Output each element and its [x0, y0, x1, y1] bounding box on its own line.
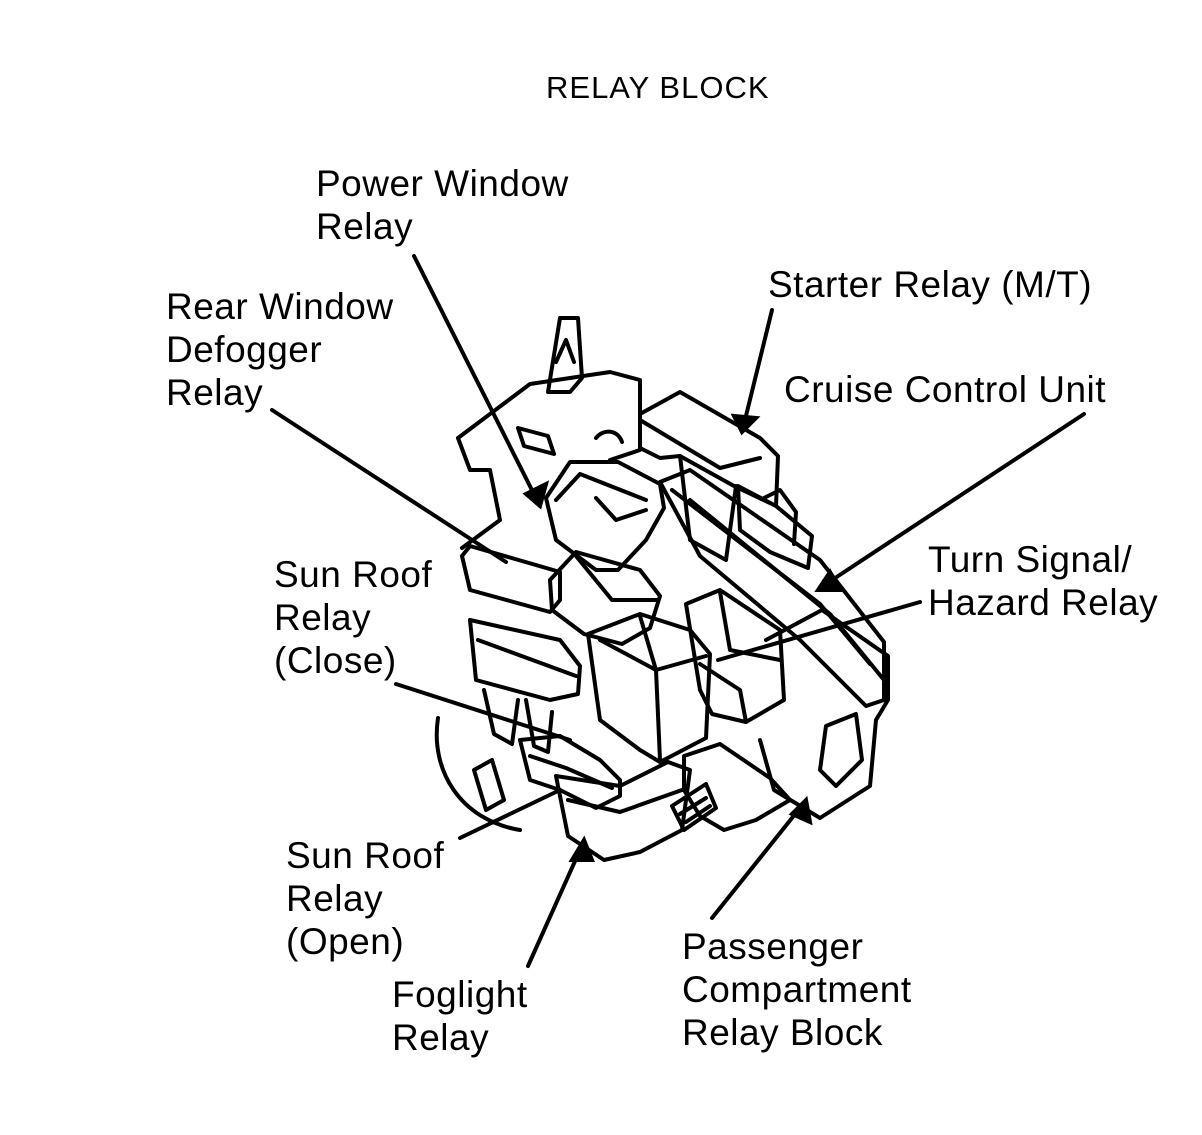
mounting-tab-hole	[554, 338, 576, 364]
turn-signal-relay-front	[698, 662, 748, 724]
turn-signal-relay-edge	[718, 590, 782, 662]
starter-relay-face	[638, 418, 762, 470]
housing-right-latch	[818, 712, 864, 788]
cruise-control-unit	[658, 468, 886, 708]
defogger-relay-edge	[574, 554, 660, 602]
leader-turn-signal	[716, 600, 922, 662]
center-relay	[586, 612, 712, 764]
mounting-tab	[546, 316, 584, 394]
label-sun-roof-relay-open: Sun Roof Relay (Open)	[286, 835, 445, 962]
turn-signal-relay	[684, 588, 786, 724]
relay-block-base	[682, 742, 792, 832]
power-window-relay-top	[554, 472, 648, 502]
leader-sun-roof-open	[458, 788, 562, 840]
leader-power-window	[412, 254, 542, 508]
starter-relay-connector	[736, 484, 814, 570]
center-relay-face	[638, 614, 662, 762]
mounting-stud	[670, 782, 718, 832]
foglight-relay-edge	[566, 788, 684, 814]
power-window-relay	[544, 460, 666, 572]
wiring-harness	[434, 716, 522, 832]
label-rear-window-defogger-relay: Rear Window Defogger Relay	[166, 286, 394, 413]
sun-roof-relay-stack-2	[476, 638, 578, 678]
sun-roof-relay-stack	[468, 618, 582, 702]
sun-roof-relay-close	[460, 544, 562, 614]
arrow-power-window	[522, 480, 550, 510]
power-window-relay-edge	[594, 496, 648, 522]
housing-hook	[594, 429, 624, 444]
leader-passenger-block	[710, 806, 802, 920]
housing-side-left	[456, 436, 502, 550]
leader-defogger	[270, 408, 508, 564]
arrow-cruise	[814, 568, 844, 592]
leader-starter	[742, 308, 774, 426]
label-foglight-relay: Foglight Relay	[392, 974, 528, 1058]
leader-sun-roof-close	[394, 682, 572, 742]
label-cruise-control-unit: Cruise Control Unit	[784, 369, 1107, 410]
housing-slot	[516, 426, 556, 456]
label-passenger-compartment-relay-block: Passenger Compartment Relay Block	[682, 926, 912, 1053]
label-turn-signal-hazard-relay: Turn Signal/ Hazard Relay	[928, 539, 1159, 623]
center-relay-top	[598, 638, 708, 672]
label-sun-roof-relay-close: Sun Roof Relay (Close)	[274, 554, 433, 681]
arrow-starter	[730, 413, 761, 436]
defogger-relay	[548, 550, 662, 646]
mounting-stud-threads	[678, 796, 712, 824]
arrow-foglight	[568, 835, 595, 862]
leader-cruise	[824, 412, 1086, 586]
starter-relay-tabs	[762, 488, 798, 546]
leader-foglight	[526, 848, 582, 968]
arrow-passenger-block	[788, 795, 813, 826]
sun-roof-relay-open	[518, 734, 622, 810]
harness-clip	[472, 758, 506, 812]
diagram-title: RELAY BLOCK	[546, 70, 770, 105]
label-starter-relay: Starter Relay (M/T)	[768, 264, 1093, 305]
label-power-window-relay: Power Window Relay	[316, 163, 569, 247]
housing-top	[456, 370, 642, 462]
